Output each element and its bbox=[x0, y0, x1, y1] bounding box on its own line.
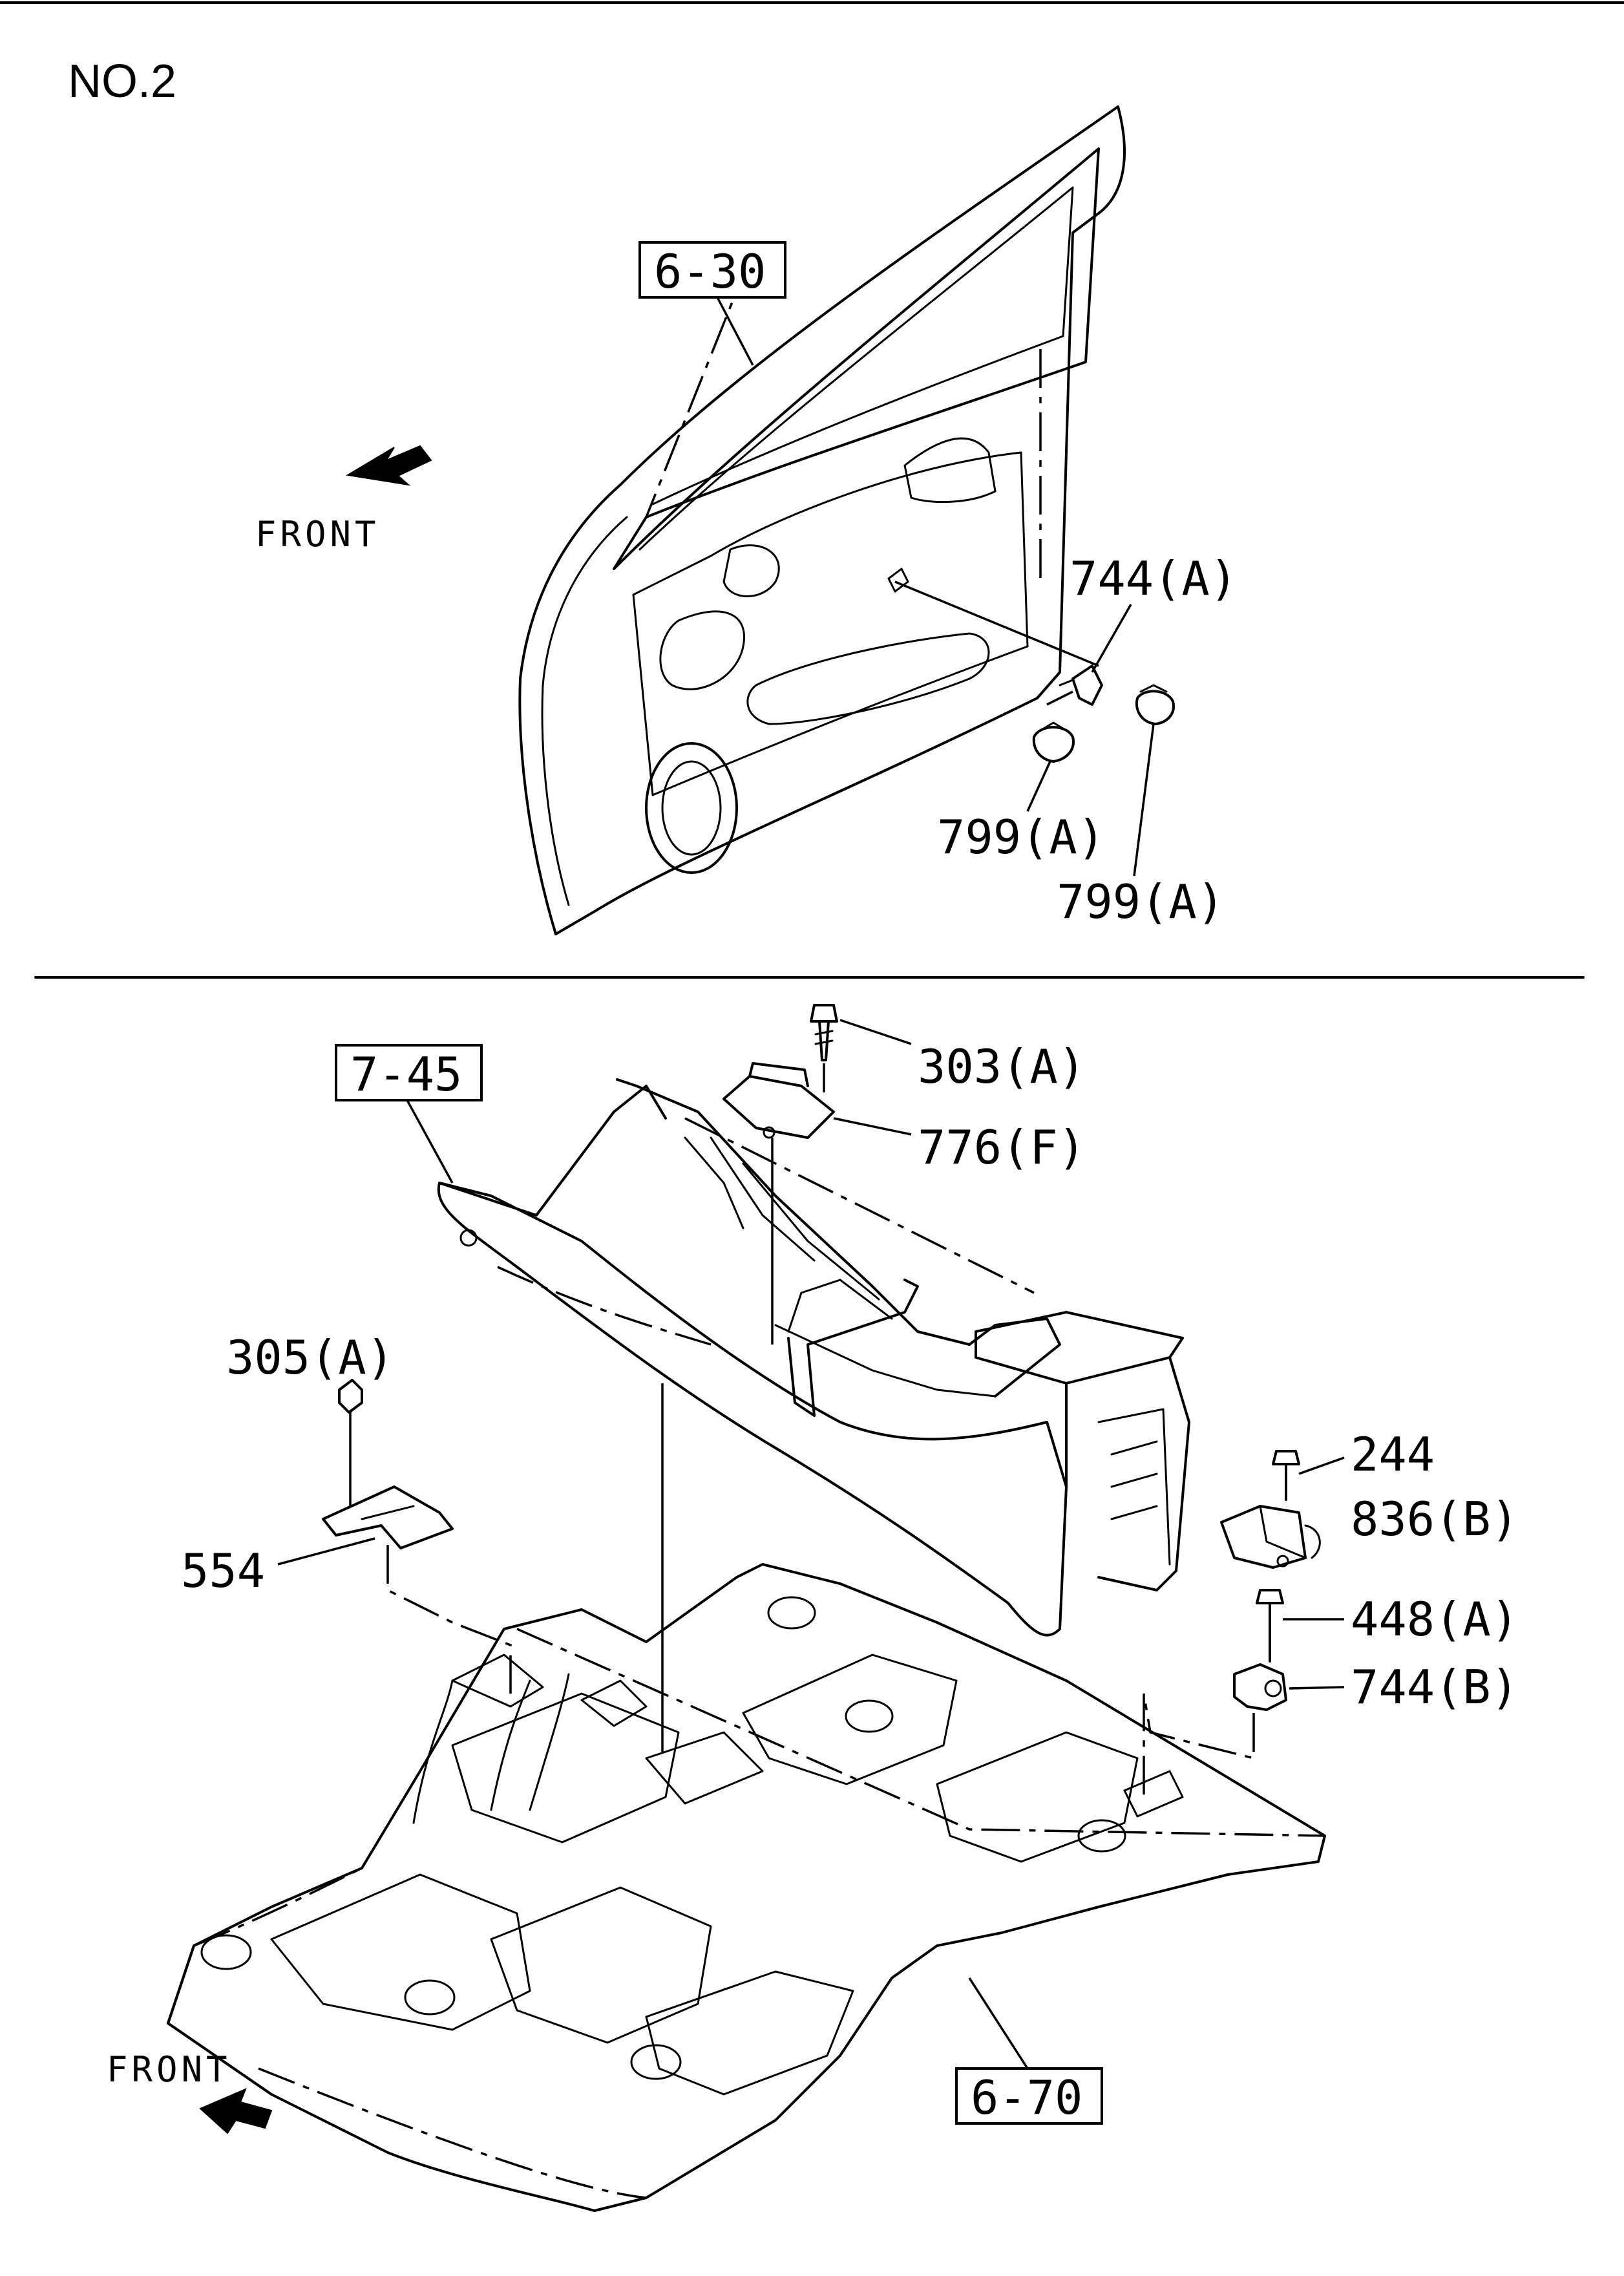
part-448a-label: 448(A) bbox=[1351, 1592, 1519, 1646]
part-799a-label-1: 799(A) bbox=[937, 810, 1105, 864]
part-244-leader bbox=[1298, 1456, 1345, 1475]
screw-303a bbox=[810, 1004, 838, 1092]
part-744b-label: 744(B) bbox=[1351, 1660, 1519, 1714]
ref-6-70-label: 6-70 bbox=[971, 2070, 1082, 2125]
part-244-label: 244 bbox=[1351, 1427, 1435, 1482]
part-799a-leader-1 bbox=[1026, 761, 1051, 812]
part-776f-label: 776(F) bbox=[918, 1120, 1086, 1175]
door-illustration bbox=[518, 105, 1175, 935]
ref-box-console: 7-45 bbox=[335, 1044, 483, 1184]
bolt-448a bbox=[1256, 1589, 1284, 1663]
front-arrow-icon bbox=[199, 2088, 273, 2134]
module-776f bbox=[722, 1062, 835, 1345]
part-303a-label: 303(A) bbox=[918, 1039, 1086, 1094]
page-title: NO.2 bbox=[68, 56, 176, 107]
part-554-leader bbox=[277, 1537, 375, 1566]
part-305a-label: 305(A) bbox=[226, 1330, 394, 1385]
console-illustration bbox=[437, 1078, 1190, 1637]
part-744b-leader bbox=[1289, 1686, 1345, 1690]
part-799a-label-2: 799(A) bbox=[1057, 875, 1225, 929]
bolt-244 bbox=[1272, 1450, 1300, 1501]
part-799a-leader-2 bbox=[1133, 723, 1155, 877]
ref-box-door: 6-30 bbox=[638, 241, 786, 366]
part-776f-leader bbox=[833, 1117, 912, 1136]
part-836b-label: 836(B) bbox=[1351, 1492, 1519, 1546]
front-arrow-top: FRONT bbox=[255, 445, 432, 555]
front-arrow-bottom: FRONT bbox=[107, 2049, 273, 2134]
floor-illustration bbox=[167, 1383, 1326, 2212]
part-744a-leader bbox=[1091, 604, 1132, 673]
ref-7-45-label: 7-45 bbox=[350, 1047, 462, 1101]
front-label-top: FRONT bbox=[255, 514, 380, 555]
bracket-744b bbox=[1143, 1663, 1287, 1797]
bracket-554 bbox=[322, 1485, 512, 1694]
nut-305a bbox=[338, 1379, 363, 1506]
part-554-label: 554 bbox=[181, 1544, 265, 1598]
ref-6-30-label: 6-30 bbox=[654, 244, 766, 299]
module-836b bbox=[1220, 1505, 1321, 1569]
ref-box-floor: 6-70 bbox=[955, 1977, 1103, 2125]
front-label-bottom: FRONT bbox=[107, 2049, 231, 2090]
front-arrow-icon bbox=[346, 445, 432, 486]
part-303a-leader bbox=[839, 1019, 912, 1045]
part-744a-label: 744(A) bbox=[1070, 551, 1238, 606]
